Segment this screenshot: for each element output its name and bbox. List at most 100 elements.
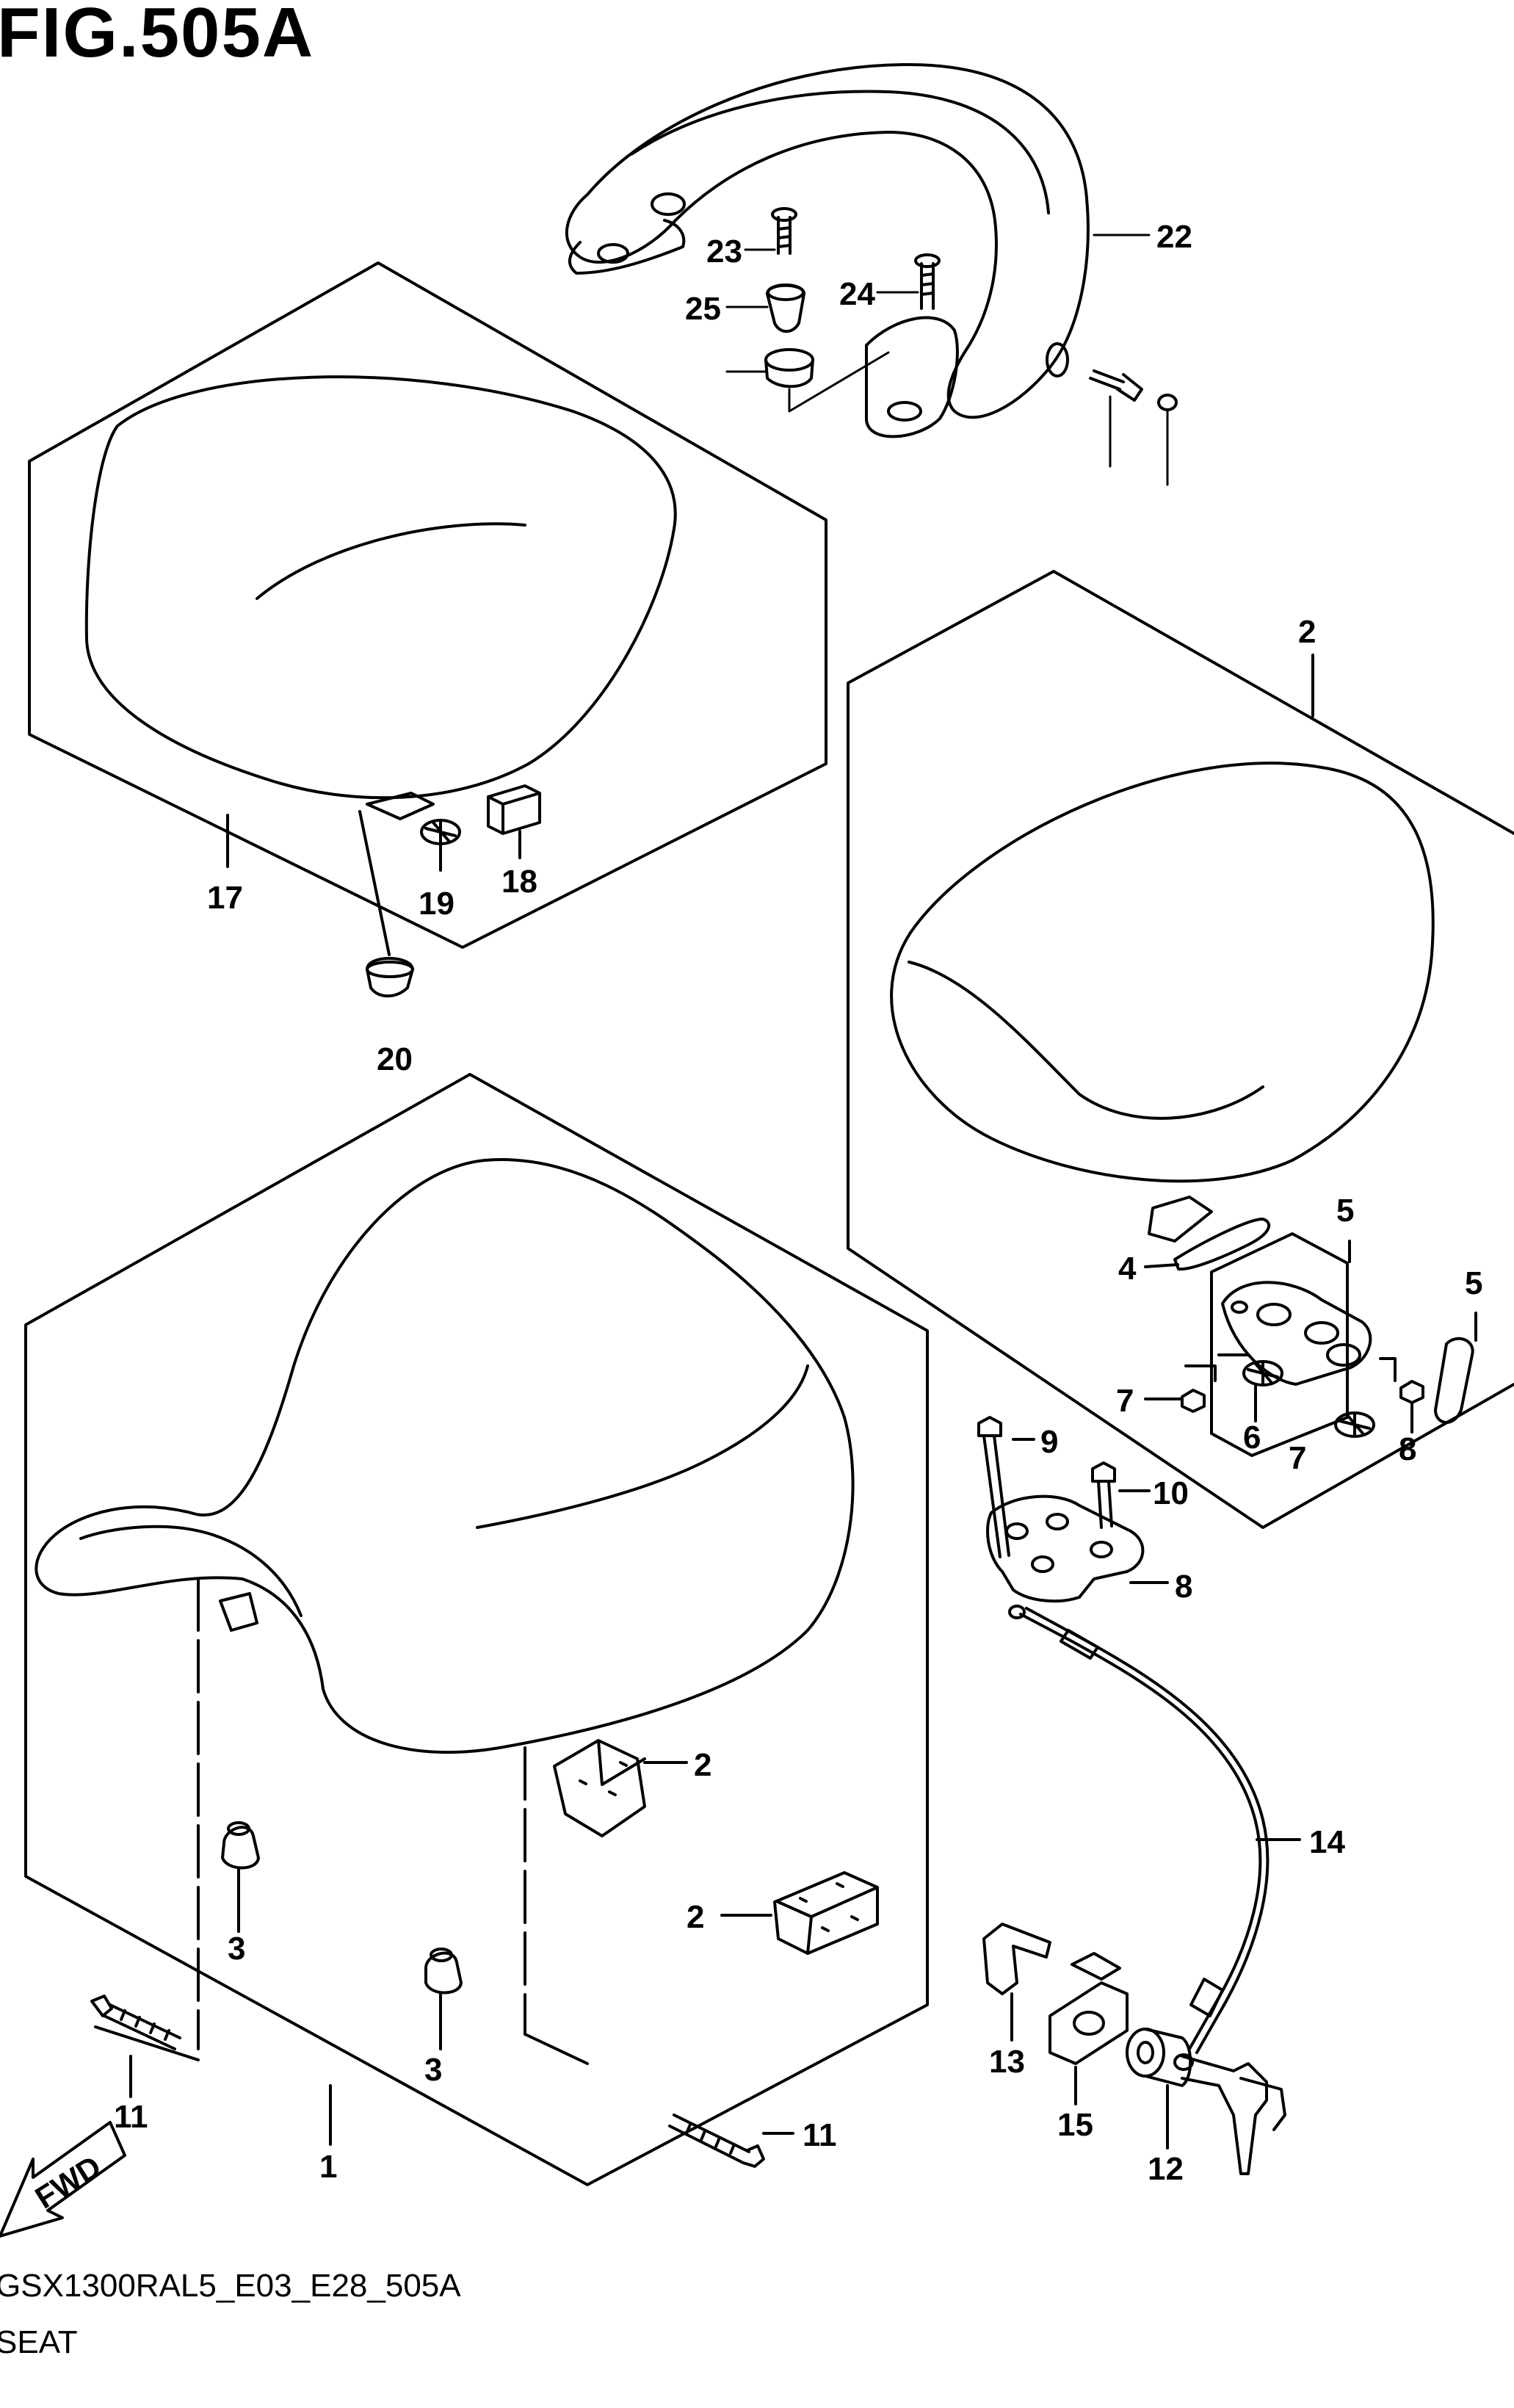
nut-25 <box>1157 394 1178 411</box>
grab-rail-left-mount <box>568 219 686 275</box>
cushion-19-lead <box>358 810 391 956</box>
bracket-9-hole-4 <box>1090 1541 1113 1558</box>
seat-4-shape <box>890 762 1435 1183</box>
seat-1-tab <box>219 1592 258 1632</box>
callout-19: 20 <box>377 1041 413 1077</box>
bracket-9-hole-1 <box>1005 1522 1029 1540</box>
plate-hole-1 <box>1256 1303 1292 1326</box>
cushion-3b <box>424 1951 463 1995</box>
callout-1: 1 <box>319 2149 337 2185</box>
callout-5-left: 4 <box>1118 1251 1137 1287</box>
pillion-seat-group <box>847 570 1514 1529</box>
cable-14-tip <box>1173 2053 1194 2071</box>
rail-cap <box>1046 342 1069 377</box>
callout-13: 13 <box>989 2044 1025 2080</box>
right-mount-hole <box>887 401 922 422</box>
callout-labels: 22 23 24 25 17 19 18 20 2 4 5 5 7 6 7 8 … <box>114 219 1482 2187</box>
callout-6: 5 <box>1336 1193 1354 1229</box>
seat-16-crease <box>256 522 526 600</box>
clip-18-detail <box>424 820 457 845</box>
callout-10-right: 10 <box>1153 1475 1189 1511</box>
bracket-6-plate <box>1221 1281 1372 1386</box>
strip-5 <box>1173 1218 1271 1271</box>
bracket-9-hole-3 <box>1031 1555 1054 1573</box>
bumper-2b <box>773 1871 879 1955</box>
callout-3-left: 3 <box>228 1931 245 1967</box>
seat-4-crease <box>908 961 1264 1120</box>
figure-name: SEAT <box>0 2324 78 2360</box>
key <box>1181 2055 1268 2175</box>
callout-8-left: 7 <box>1116 1383 1134 1419</box>
strip-5-lead <box>1144 1263 1179 1268</box>
fwd-arrow-shape <box>0 2121 126 2238</box>
lock-bracket-9 <box>986 1494 1145 1603</box>
collar-22 <box>766 283 805 333</box>
nut-8b <box>1399 1380 1424 1404</box>
callout-5-right: 5 <box>1465 1265 1482 1301</box>
callout-7-left: 6 <box>1243 1420 1261 1456</box>
callout-21-right: 24 <box>839 276 875 312</box>
key-ring <box>1239 2077 1286 2131</box>
screw-11a <box>90 1995 181 2050</box>
rider-seat-group <box>24 1073 929 2186</box>
seat-1-crease <box>476 1364 809 1529</box>
bolt-10a <box>977 1416 1010 1558</box>
lock-cylinder-12-face <box>1126 2028 1165 2078</box>
bolt-21-head <box>771 207 797 222</box>
callout-18: 19 <box>419 886 454 922</box>
seat-4-frame <box>847 570 1514 1529</box>
grab-rail-group <box>565 62 1178 438</box>
cable-14-ferrule <box>1060 1629 1099 1660</box>
seat-1-hidden <box>197 1577 526 2050</box>
callout-3-right: 3 <box>424 2052 442 2088</box>
screw-11b <box>668 2114 765 2168</box>
plate-hole-4 <box>1231 1301 1248 1314</box>
lock-mechanism-group <box>977 1416 1301 2071</box>
clip-7a-detail <box>1247 1361 1279 1386</box>
callout-9: 8 <box>1175 1569 1192 1605</box>
cable-14-end <box>1008 1605 1026 1619</box>
bolt-21-shank <box>777 216 792 255</box>
grommet-lead <box>788 351 890 413</box>
callout-15: 15 <box>1057 2107 1093 2143</box>
callout-21-left: 23 <box>706 234 742 270</box>
collar-22-top <box>767 283 805 301</box>
callout-2-upper: 2 <box>694 1747 711 1783</box>
bumper-2a-holes <box>579 1761 628 1796</box>
seat-16-frame <box>28 261 827 949</box>
grab-rail <box>565 62 1090 419</box>
callout-17: 18 <box>501 864 537 900</box>
left-mount-hole <box>597 243 629 264</box>
fwd-arrow: FWD <box>0 2121 126 2238</box>
lock-keyhole <box>1137 2041 1154 2064</box>
seat-4-tab <box>1148 1196 1213 1243</box>
cable-14-ferrule-2 <box>1189 1978 1224 2017</box>
bolt-21-head-right <box>914 253 941 268</box>
bolt-24 <box>1089 369 1143 402</box>
grommet-23-top <box>764 348 814 372</box>
bracket-9-hole-2 <box>1046 1513 1069 1530</box>
callout-11-right: 11 <box>803 2117 837 2153</box>
clip-7b-detail <box>1339 1412 1371 1437</box>
bumper-2b-holes <box>799 1882 859 1932</box>
callout-20: 22 <box>1156 219 1192 255</box>
callout-8-right: 8 <box>1399 1431 1416 1467</box>
callout-11-left: 11 <box>114 2099 148 2135</box>
bracket-6-frame <box>1210 1232 1349 1457</box>
key-lock-group <box>982 1923 1286 2175</box>
callout-12: 12 <box>1148 2151 1184 2187</box>
callout-2-lower: 2 <box>687 1899 704 1935</box>
cable-14 <box>1019 1613 1262 2050</box>
grommet-23-body <box>764 358 814 388</box>
mount-boss <box>651 192 686 216</box>
seat-1-frame <box>24 1073 929 2186</box>
leader-lines <box>725 234 1169 486</box>
bumper-2a <box>553 1739 646 1837</box>
bolt-10b <box>1091 1461 1116 1529</box>
callout-10-left: 9 <box>1040 1424 1058 1460</box>
bracket-leads <box>1184 1353 1397 1382</box>
plate-hole-2 <box>1304 1321 1339 1345</box>
seat-1-inner-rim <box>79 1525 303 1617</box>
cushion-3a-top <box>227 1821 250 1836</box>
